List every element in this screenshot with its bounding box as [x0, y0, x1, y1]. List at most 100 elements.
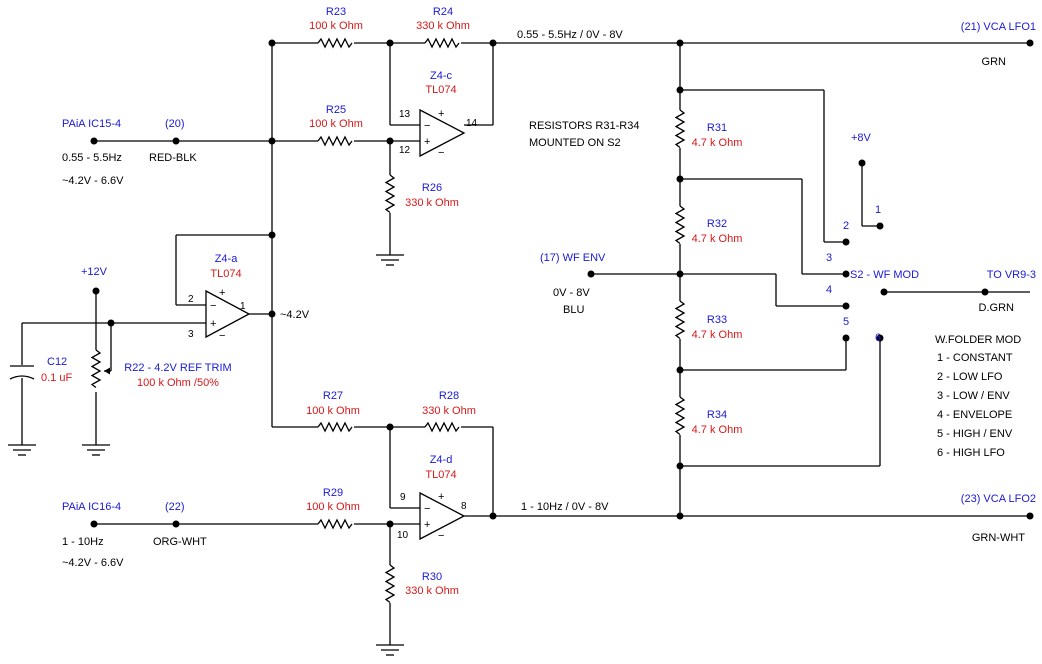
r25-value: 100 k Ohm — [309, 118, 363, 130]
r34-name: R34 — [707, 409, 727, 421]
s2-name: S2 - WF MOD — [850, 269, 919, 281]
opamp-z4c: − + + − — [419, 108, 466, 159]
pin-13: 13 — [399, 109, 411, 120]
r22-name: R22 - 4.2V REF TRIM — [124, 362, 231, 374]
resistor-r28 — [424, 421, 460, 433]
resistor-r34 — [674, 396, 686, 436]
input2-voltage: ~4.2V - 6.6V — [62, 557, 124, 569]
input2-frequency: 1 - 10Hz — [62, 536, 104, 548]
r26-name: R26 — [422, 182, 442, 194]
r27-value: 100 k Ohm — [306, 405, 360, 417]
svg-text:−: − — [438, 530, 444, 542]
switch-position-3: 3 — [826, 252, 832, 264]
z4a-value: TL074 — [210, 268, 241, 280]
output1-wire-color: GRN — [982, 56, 1007, 68]
svg-text:+: + — [438, 491, 444, 503]
r24-name: R24 — [433, 6, 453, 18]
resistor-r26 — [384, 174, 396, 214]
input1-label: PAiA IC15-4 — [62, 118, 121, 130]
r33-value: 4.7 k Ohm — [692, 329, 743, 341]
svg-text:+: + — [438, 108, 444, 120]
capacitor-c12 — [9, 365, 35, 380]
opamp-z4d: − + + − — [419, 491, 466, 542]
opamp-z4a: − + + − — [205, 287, 251, 342]
legend-item: 1 - CONSTANT — [937, 352, 1013, 364]
svg-text:+: + — [219, 287, 225, 299]
legend-item: 4 - ENVELOPE — [937, 409, 1012, 421]
output1-label: (21) VCA LFO1 — [961, 21, 1036, 33]
wfenv-range: 0V - 8V — [553, 287, 590, 299]
resistor-r24 — [424, 37, 460, 49]
r27-name: R27 — [323, 390, 343, 402]
resistors — [90, 37, 686, 604]
pot-wiper-arrow-icon — [104, 367, 110, 375]
legend-item: 2 - LOW LFO — [937, 371, 1003, 383]
legend-item: 5 - HIGH / ENV — [937, 428, 1013, 440]
input2-node: (22) — [165, 501, 185, 513]
supply-12v-label: +12V — [81, 266, 108, 278]
input2-label: PAiA IC16-4 — [62, 501, 121, 513]
vr93-label: TO VR9-3 — [987, 269, 1036, 281]
ground-icon — [82, 444, 110, 456]
resistor-r31 — [674, 109, 686, 149]
switch-position-1: 1 — [875, 204, 881, 216]
r25-name: R25 — [326, 104, 346, 116]
wires — [21, 42, 1030, 645]
svg-text:−: − — [219, 330, 225, 342]
legend-title: W.FOLDER MOD — [935, 334, 1021, 346]
pin-8: 8 — [461, 501, 467, 512]
r22-value: 100 k Ohm /50% — [137, 377, 219, 389]
resistor-r32 — [674, 205, 686, 245]
svg-text:−: − — [210, 300, 216, 312]
pin-12: 12 — [399, 145, 411, 156]
output2-wire-color: GRN-WHT — [972, 532, 1025, 544]
c12-name: C12 — [47, 356, 67, 368]
resistor-r29 — [317, 518, 353, 530]
pin-10: 10 — [397, 530, 409, 541]
ref-voltage-label: ~4.2V — [280, 309, 310, 321]
net-labels: PAiA IC15-4 (20) RED-BLK 0.55 - 5.5Hz ~4… — [62, 21, 1036, 569]
z4a-name: Z4-a — [215, 253, 239, 265]
vr93-wire-color: D.GRN — [979, 302, 1015, 314]
svg-text:−: − — [438, 147, 444, 159]
r28-value: 330 k Ohm — [422, 405, 476, 417]
r30-value: 330 k Ohm — [405, 585, 459, 597]
r31-name: R31 — [707, 122, 727, 134]
switch-s2-positions: 1 2 3 4 5 6 — [826, 204, 881, 344]
switch-position-4: 4 — [826, 284, 832, 296]
z4c-name: Z4-c — [430, 70, 453, 82]
r30-name: R30 — [422, 571, 442, 583]
z4c-value: TL074 — [425, 84, 456, 96]
mount-note-line1: RESISTORS R31-R34 — [529, 120, 639, 132]
ground-icon — [8, 444, 36, 456]
ground-symbols — [8, 254, 404, 656]
svg-text:+: + — [424, 519, 430, 531]
pin-numbers: 13 12 14 2 3 1 9 10 8 — [188, 109, 478, 541]
mount-note: RESISTORS R31-R34 MOUNTED ON S2 — [529, 120, 639, 149]
input1-voltage: ~4.2V - 6.6V — [62, 175, 124, 187]
r28-name: R28 — [439, 390, 459, 402]
resistor-r27 — [317, 421, 353, 433]
svg-text:−: − — [424, 120, 430, 132]
switch-position-2: 2 — [843, 220, 849, 232]
pin-3: 3 — [188, 329, 194, 340]
z4d-name: Z4-d — [430, 454, 453, 466]
legend-item: 3 - LOW / ENV — [937, 390, 1010, 402]
r33-name: R33 — [707, 314, 727, 326]
r34-value: 4.7 k Ohm — [692, 424, 743, 436]
pin-14: 14 — [466, 118, 478, 129]
input2-wire-color: ORG-WHT — [153, 536, 207, 548]
r26-value: 330 k Ohm — [405, 197, 459, 209]
r31-value: 4.7 k Ohm — [692, 137, 743, 149]
r32-value: 4.7 k Ohm — [692, 233, 743, 245]
wfenv-label: (17) WF ENV — [540, 252, 606, 264]
svg-text:+: + — [424, 136, 430, 148]
ground-icon — [376, 644, 404, 656]
wfolder-legend: W.FOLDER MOD 1 - CONSTANT 2 - LOW LFO 3 … — [935, 334, 1021, 459]
junction-dots — [90, 39, 1034, 528]
pin-9: 9 — [400, 492, 406, 503]
resistor-r25 — [317, 135, 353, 147]
r32-name: R32 — [707, 218, 727, 230]
mount-note-line2: MOUNTED ON S2 — [529, 137, 621, 149]
